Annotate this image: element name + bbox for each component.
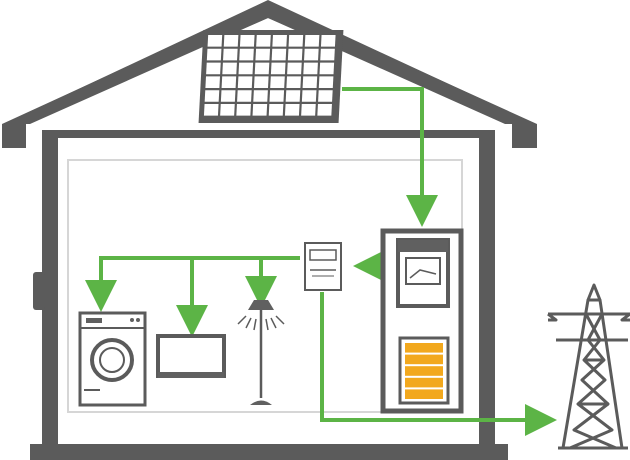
solar-cell — [204, 90, 220, 102]
solar-cell — [206, 62, 221, 75]
solar-cell — [318, 76, 334, 89]
solar-cell — [271, 48, 287, 61]
solar-cell — [270, 76, 285, 89]
solar-cell — [320, 48, 335, 61]
solar-cell — [223, 35, 239, 47]
solar-cell — [253, 76, 269, 89]
solar-cell — [237, 90, 252, 102]
solar-cell — [253, 90, 268, 102]
solar-cell — [301, 90, 317, 102]
battery-icon — [398, 336, 450, 405]
solar-cell — [301, 104, 316, 116]
solar-cell — [317, 104, 332, 116]
house-icon — [2, 0, 537, 460]
solar-cell — [205, 76, 220, 89]
solar-cell — [302, 76, 318, 89]
solar-cell — [284, 104, 300, 116]
solar-cell — [320, 35, 336, 47]
solar-cell — [268, 104, 284, 116]
solar-cell — [318, 90, 333, 102]
solar-cell — [287, 62, 302, 75]
solar-cell — [221, 76, 237, 89]
battery-cell — [405, 354, 443, 365]
solar-cell — [256, 35, 271, 47]
solar-cell — [222, 62, 237, 75]
inverter-icon — [396, 238, 450, 308]
battery-cell — [405, 377, 443, 388]
solar-panel-icon — [198, 30, 344, 123]
solar-cell — [286, 76, 301, 89]
flow-solar-to-inverter — [342, 87, 438, 227]
solar-cell — [223, 48, 238, 61]
flow-meter-to-grid — [320, 292, 557, 436]
solar-cell — [220, 90, 236, 102]
inverter-cabinet — [380, 228, 464, 414]
battery-cell — [405, 366, 443, 376]
solar-cell — [237, 76, 253, 89]
solar-cell — [220, 104, 235, 116]
television-icon — [156, 334, 226, 378]
solar-cell — [206, 48, 222, 61]
solar-cell — [252, 104, 268, 116]
floor-lamp-icon — [237, 300, 285, 405]
solar-cell — [303, 62, 318, 75]
solar-cell — [319, 62, 335, 75]
solar-cell — [270, 62, 286, 75]
solar-cell — [254, 62, 270, 75]
battery-cell — [405, 389, 443, 399]
solar-cell — [288, 35, 304, 47]
solar-cell — [255, 48, 271, 61]
solar-cell — [239, 35, 255, 47]
solar-cell — [285, 90, 301, 102]
flow-meter-to-appliances — [85, 256, 300, 312]
solar-cell — [304, 48, 319, 61]
battery-cell — [405, 343, 443, 353]
solar-cell — [236, 104, 251, 116]
electric-meter-icon — [304, 242, 342, 291]
solar-cell — [272, 35, 287, 47]
washing-machine-icon — [78, 311, 147, 407]
solar-cell — [304, 35, 320, 47]
solar-cell — [238, 62, 254, 75]
solar-cell — [239, 48, 254, 61]
power-pylon-icon — [547, 283, 630, 450]
solar-cell — [207, 35, 223, 47]
solar-cell — [269, 90, 285, 102]
solar-cell — [287, 48, 303, 61]
solar-cell — [203, 104, 219, 116]
